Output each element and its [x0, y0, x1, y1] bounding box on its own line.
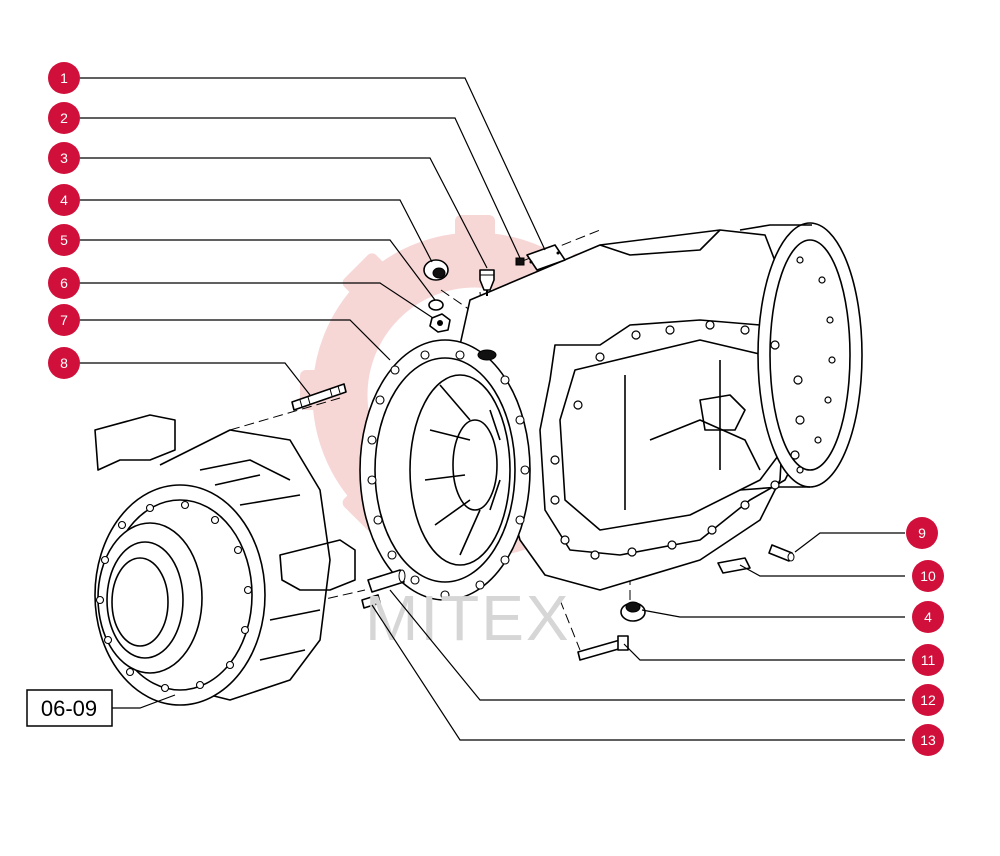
leader-lines: [80, 77, 905, 741]
svg-text:2: 2: [60, 110, 68, 126]
svg-text:1: 1: [60, 70, 68, 86]
part-plug-bottom: [620, 601, 646, 622]
callout-1: 1: [48, 62, 80, 94]
part-bolt: [577, 635, 629, 661]
intermediate-flange: [359, 339, 531, 601]
svg-text:10: 10: [920, 568, 936, 584]
part-plug-top: [423, 259, 449, 281]
watermark-text: MITEX: [365, 582, 571, 654]
svg-text:4: 4: [924, 609, 932, 625]
callout-5: 5: [48, 224, 80, 256]
part-stud: [291, 383, 347, 411]
callout-6: 6: [48, 267, 80, 299]
svg-text:3: 3: [60, 150, 68, 166]
reference-label-box: 06-09: [26, 689, 113, 727]
callout-3: 3: [48, 142, 80, 174]
svg-text:7: 7: [60, 312, 68, 328]
part-seal-ring: [428, 299, 444, 311]
callout-8: 8: [48, 347, 80, 379]
callout-9: 9: [906, 517, 938, 549]
part-nut: [429, 313, 451, 333]
callout-11: 11: [912, 644, 944, 676]
callout-10: 10: [912, 560, 944, 592]
svg-text:5: 5: [60, 232, 68, 248]
callout-4-bottom: 4: [912, 601, 944, 633]
svg-text:8: 8: [60, 355, 68, 371]
part-dowel-pin-right: [768, 544, 795, 562]
part-bushing: [367, 569, 406, 593]
svg-text:13: 13: [920, 732, 936, 748]
svg-text:6: 6: [60, 275, 68, 291]
part-breather-valve: [477, 269, 497, 361]
callout-13: 13: [912, 724, 944, 756]
part-dowel-pin-left: [361, 594, 381, 609]
callout-2: 2: [48, 102, 80, 134]
part-nameplate: [526, 244, 566, 271]
svg-text:4: 4: [60, 192, 68, 208]
axle-housing: [459, 222, 863, 591]
callout-7: 7: [48, 304, 80, 336]
part-rivet: [515, 257, 525, 266]
wheel-hub-housing: [94, 414, 356, 706]
callout-4: 4: [48, 184, 80, 216]
svg-text:11: 11: [921, 652, 936, 668]
part-magnet-block: [717, 557, 751, 574]
svg-text:9: 9: [918, 525, 926, 541]
svg-text:12: 12: [920, 692, 936, 708]
callout-12: 12: [912, 684, 944, 716]
svg-text:06-09: 06-09: [41, 696, 97, 721]
